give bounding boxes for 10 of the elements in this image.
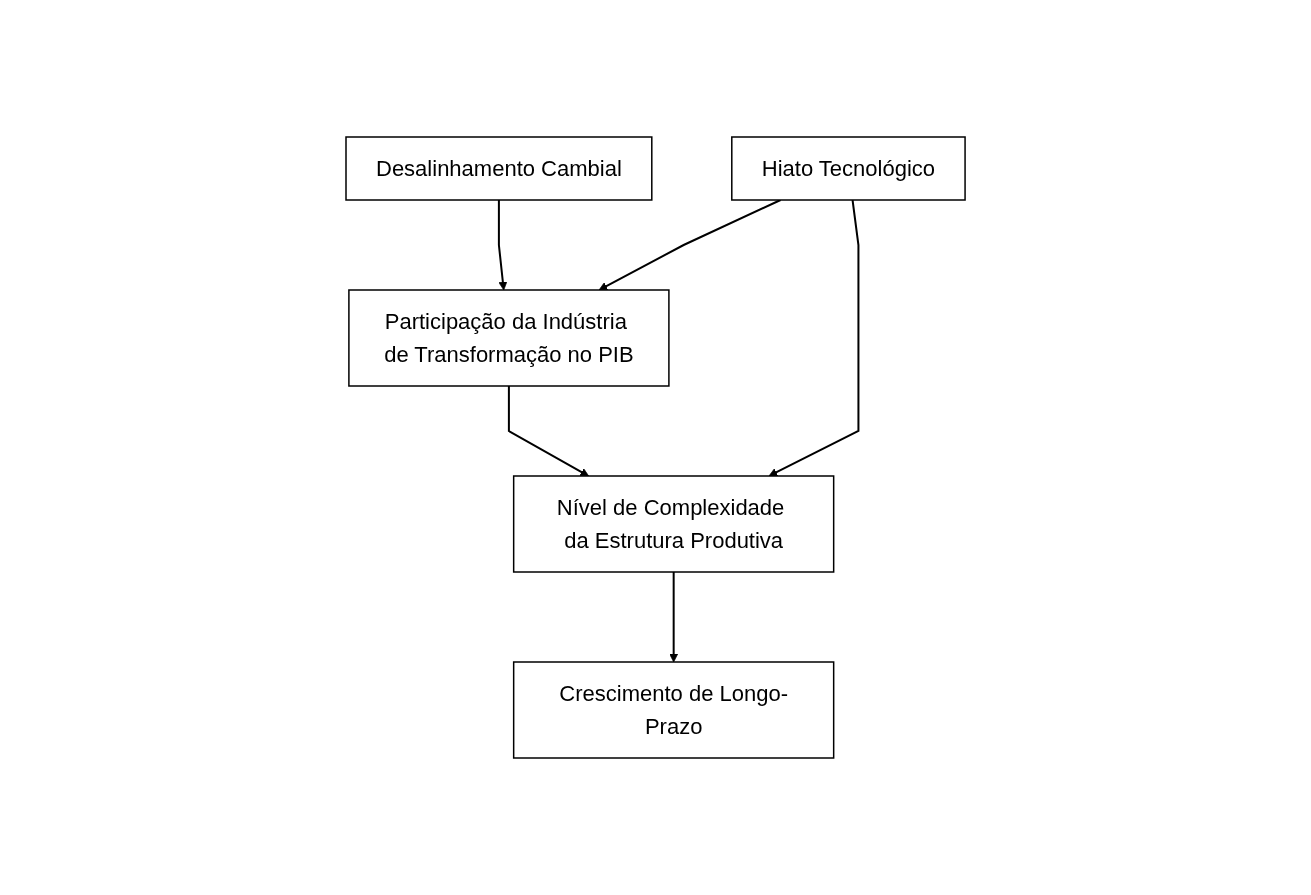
node-box: Nível de Complexidade da Estrutura Produtiva [512, 475, 835, 573]
arrow [768, 199, 860, 477]
node-box: Desalinhamento Cambial [345, 136, 653, 201]
arrow [669, 571, 679, 663]
arrow [507, 385, 589, 477]
arrow [598, 199, 782, 291]
arrow [497, 199, 508, 291]
node-box: Hiato Tecnológico [731, 136, 966, 201]
node-box: Crescimento de Longo-Prazo [512, 661, 835, 759]
node-box: Participação da Indústria de Transformação no PIB [348, 289, 670, 387]
